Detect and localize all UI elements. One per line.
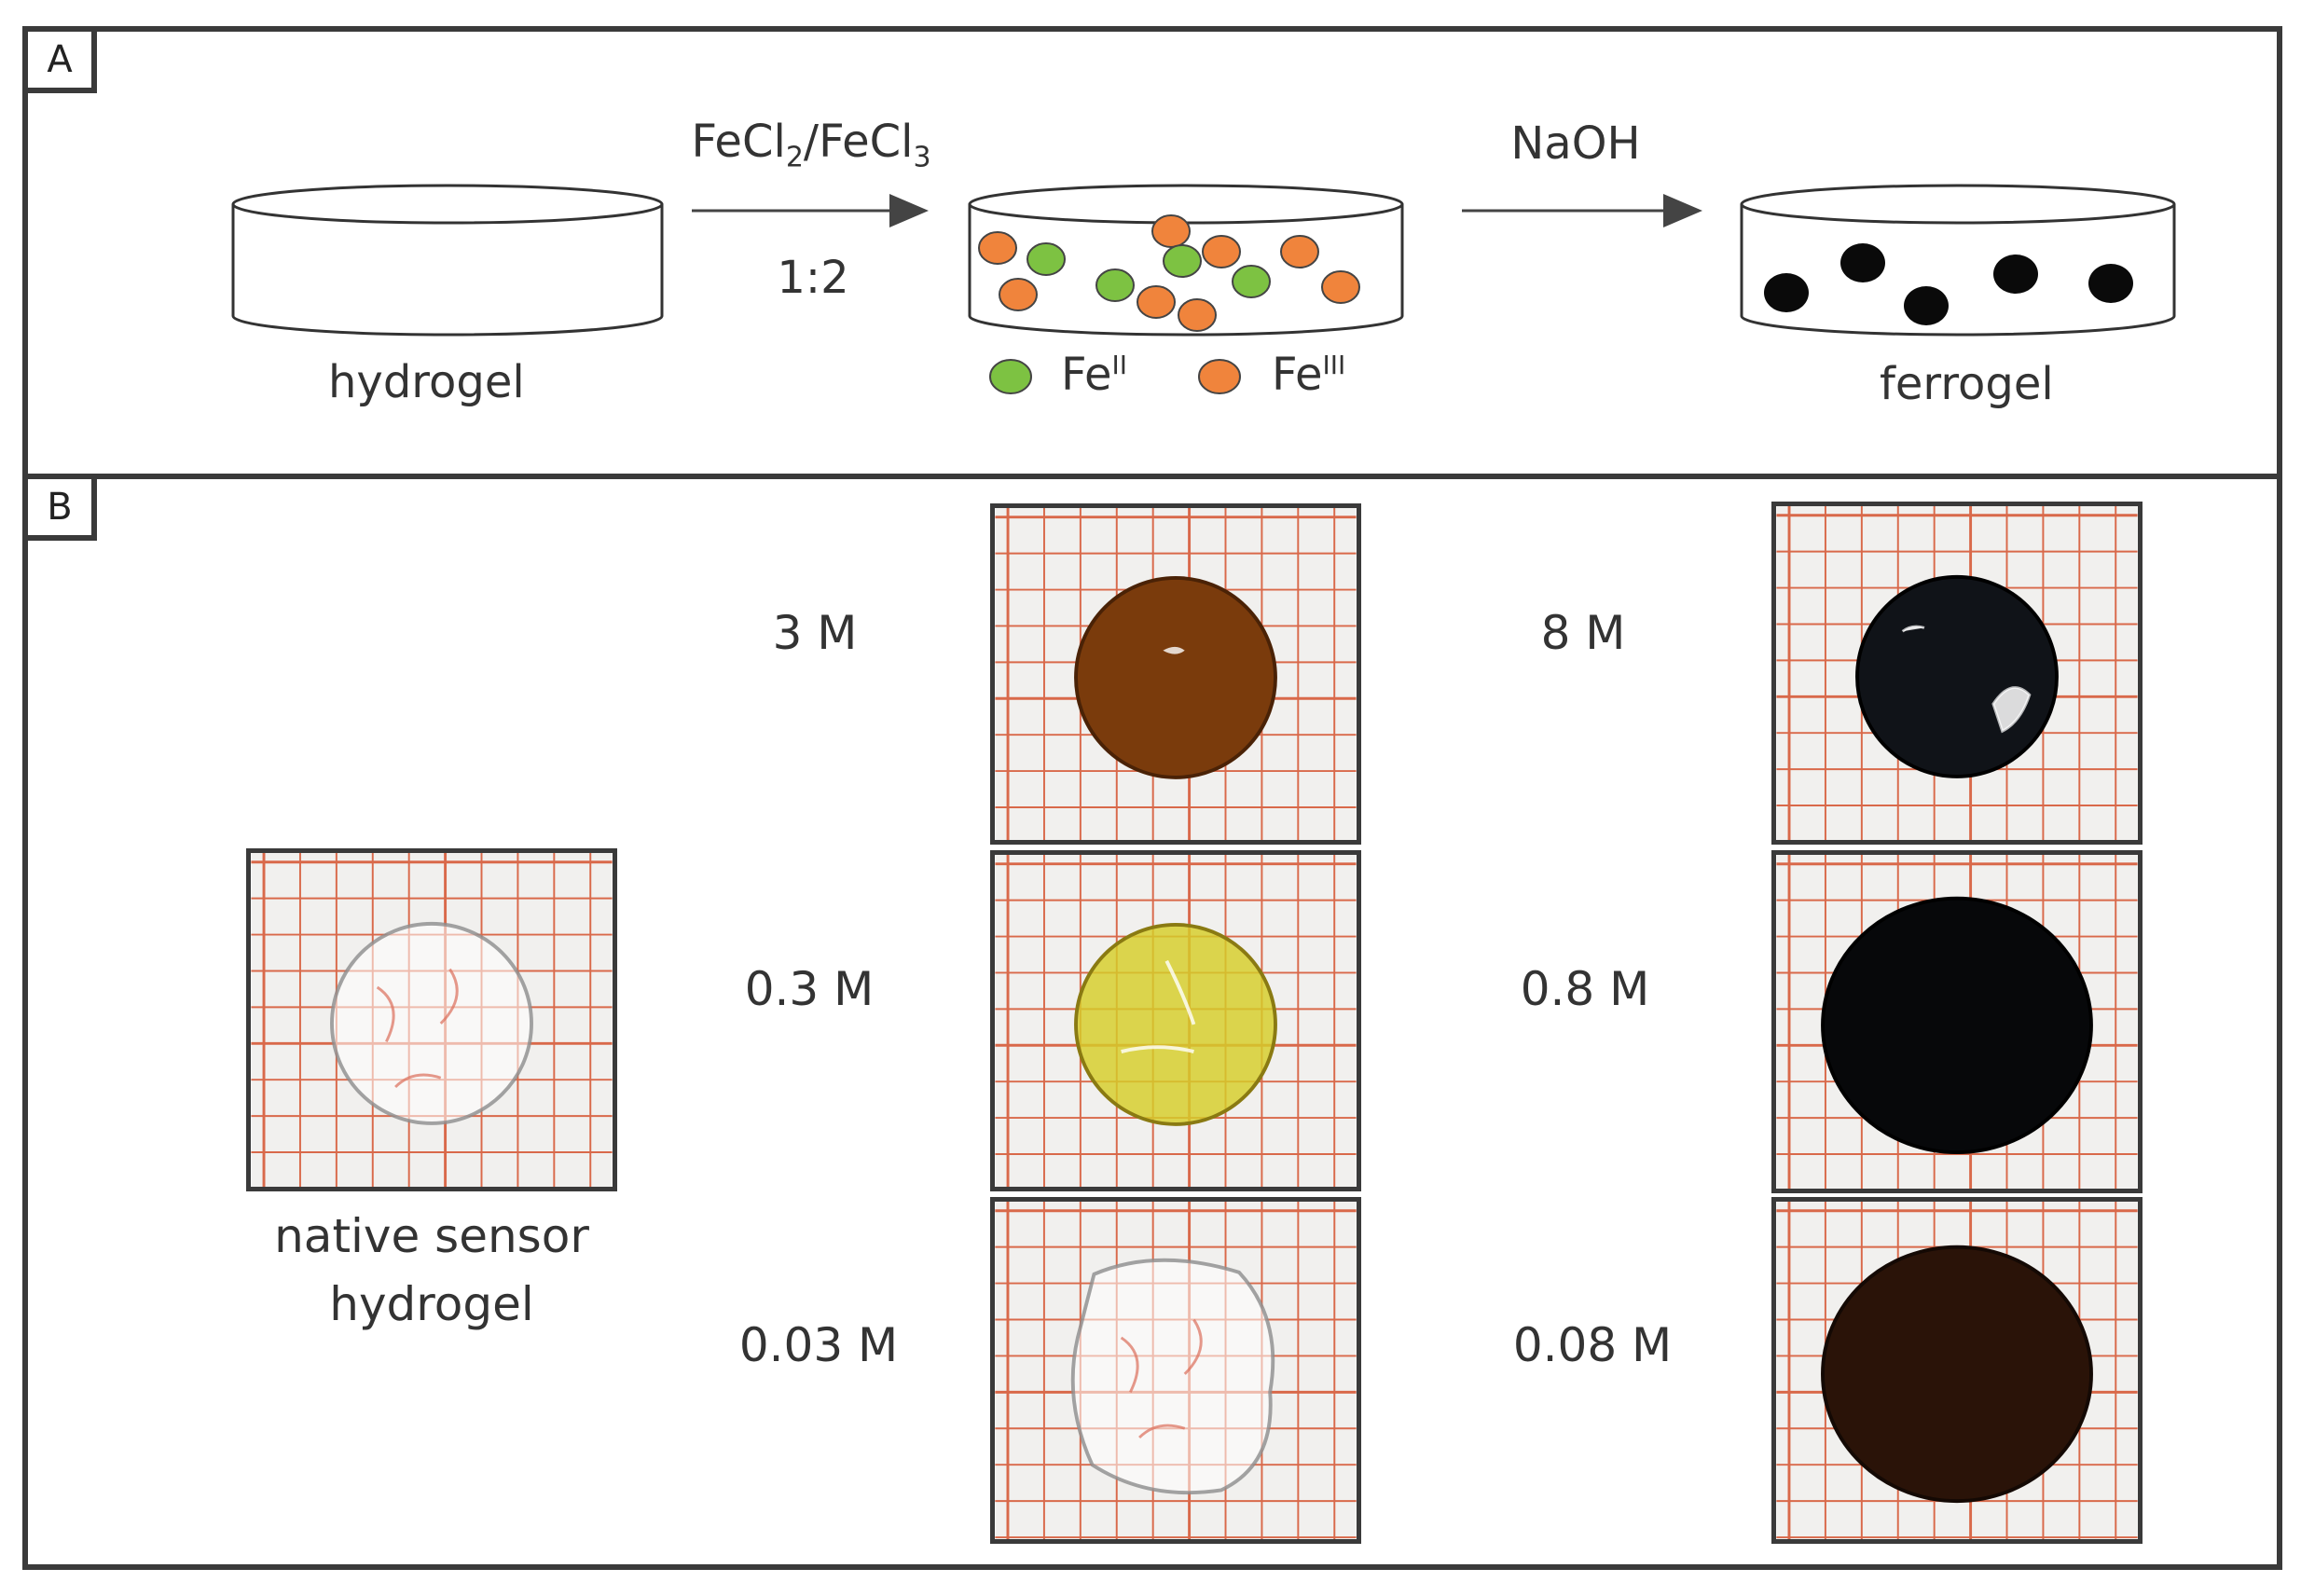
conc-left-row3: 0.03 M <box>738 1318 899 1372</box>
ion-particle-fe3 <box>999 278 1038 311</box>
gel-sample <box>1821 896 2093 1155</box>
panel-a: A <box>22 26 2282 479</box>
photo-3M <box>990 503 1361 845</box>
dish-iron-ions <box>968 184 1404 337</box>
ferrogel-label: ferrogel <box>1880 358 2054 410</box>
ion-particle-fe3 <box>1151 214 1191 248</box>
gel-sample <box>330 921 533 1125</box>
gel-highlight <box>1120 1318 1203 1439</box>
legend-fe3-label: FeIII <box>1272 350 1346 398</box>
photo-0.8M <box>1771 850 2143 1193</box>
ion-particle-fe2 <box>1026 242 1066 276</box>
magnetite-particle <box>1764 273 1809 312</box>
conc-right-row1: 8 M <box>1540 606 1626 660</box>
panel-a-schematic <box>231 184 2176 394</box>
legend-fe3-dot <box>1198 359 1241 394</box>
ion-particle-fe3 <box>1178 298 1217 332</box>
dish-hydrogel <box>231 184 664 337</box>
gel-3M-image <box>995 508 1357 840</box>
native-caption: native sensor hydrogel <box>246 1203 617 1338</box>
ion-particle-fe3 <box>1137 285 1176 319</box>
photo-0.03M <box>990 1197 1361 1544</box>
panel-letter-b: B <box>22 474 97 541</box>
native-caption-line2: hydrogel <box>329 1276 534 1331</box>
conc-left-row2: 0.3 M <box>744 962 875 1016</box>
legend-fe3-base: Fe <box>1272 349 1323 401</box>
photo-0.08M <box>1771 1197 2143 1544</box>
magnetite-particles <box>1764 243 2133 325</box>
ion-particle-fe3 <box>1321 270 1360 304</box>
ion-particles <box>978 214 1360 332</box>
naoh-label: NaOH <box>1510 117 1641 170</box>
ion-particle-fe3 <box>978 231 1017 265</box>
gel-0.03M-image <box>995 1202 1357 1539</box>
photo-8M <box>1771 502 2143 845</box>
dish-ferrogel <box>1740 184 2176 337</box>
ion-particle-fe3 <box>1280 235 1319 268</box>
conc-right-row3: 0.08 M <box>1512 1318 1673 1372</box>
grid-lines <box>995 1202 1357 1539</box>
magnetite-particle <box>1904 286 1949 325</box>
ferrogel-8M-image <box>1776 506 2138 840</box>
reagent-sub-a: 2 <box>785 141 804 174</box>
gel-sample <box>1821 1245 2093 1504</box>
ion-particle-fe3 <box>1202 235 1241 268</box>
reagent-part-a: FeCl <box>691 116 786 168</box>
gel-highlight <box>1901 625 2032 734</box>
gel-sample <box>1855 574 2059 778</box>
gel-highlight <box>376 968 459 1089</box>
legend-fe2-dot <box>989 359 1032 394</box>
ion-particle-fe2 <box>1095 268 1135 302</box>
legend-fe2-base: Fe <box>1061 349 1112 401</box>
photo-0.3M <box>990 850 1361 1191</box>
legend-fe3-sup: III <box>1322 350 1346 380</box>
ion-particle-fe2 <box>1232 265 1271 298</box>
reagent-sub-b: 3 <box>913 141 931 174</box>
gel-highlight <box>1163 646 1185 654</box>
gel-highlight <box>1121 959 1196 1053</box>
hydrogel-label: hydrogel <box>328 356 525 408</box>
native-caption-line1: native sensor <box>274 1209 589 1263</box>
reagent-fecl-label: FeCl2/FeCl3 <box>691 119 930 172</box>
ratio-label: 1:2 <box>777 252 849 304</box>
ferrogel-0.8M-image <box>1776 855 2138 1189</box>
panel-b: B native sensor hydrogel 3 M 0.3 M 0.03 … <box>22 474 2282 1570</box>
legend-fe2-label: FeII <box>1061 350 1128 398</box>
magnetite-particle <box>1993 255 2038 294</box>
gel-sample <box>1074 922 1277 1126</box>
legend-fe2-sup: II <box>1111 350 1128 380</box>
native-hydrogel-image <box>251 853 613 1187</box>
panel-letter-a: A <box>22 26 97 93</box>
magnetite-particle <box>2088 264 2133 303</box>
conc-left-row1: 3 M <box>772 606 858 660</box>
photo-native-hydrogel <box>246 848 617 1191</box>
conc-right-row2: 0.8 M <box>1520 962 1650 1016</box>
gel-sample <box>1070 1258 1275 1495</box>
magnetite-particle <box>1840 243 1885 282</box>
ion-particle-fe2 <box>1163 244 1202 278</box>
gel-0.3M-image <box>995 855 1357 1187</box>
ferrogel-0.08M-image <box>1776 1202 2138 1539</box>
reagent-part-b: /FeCl <box>803 116 914 168</box>
gel-sample <box>1074 575 1277 779</box>
